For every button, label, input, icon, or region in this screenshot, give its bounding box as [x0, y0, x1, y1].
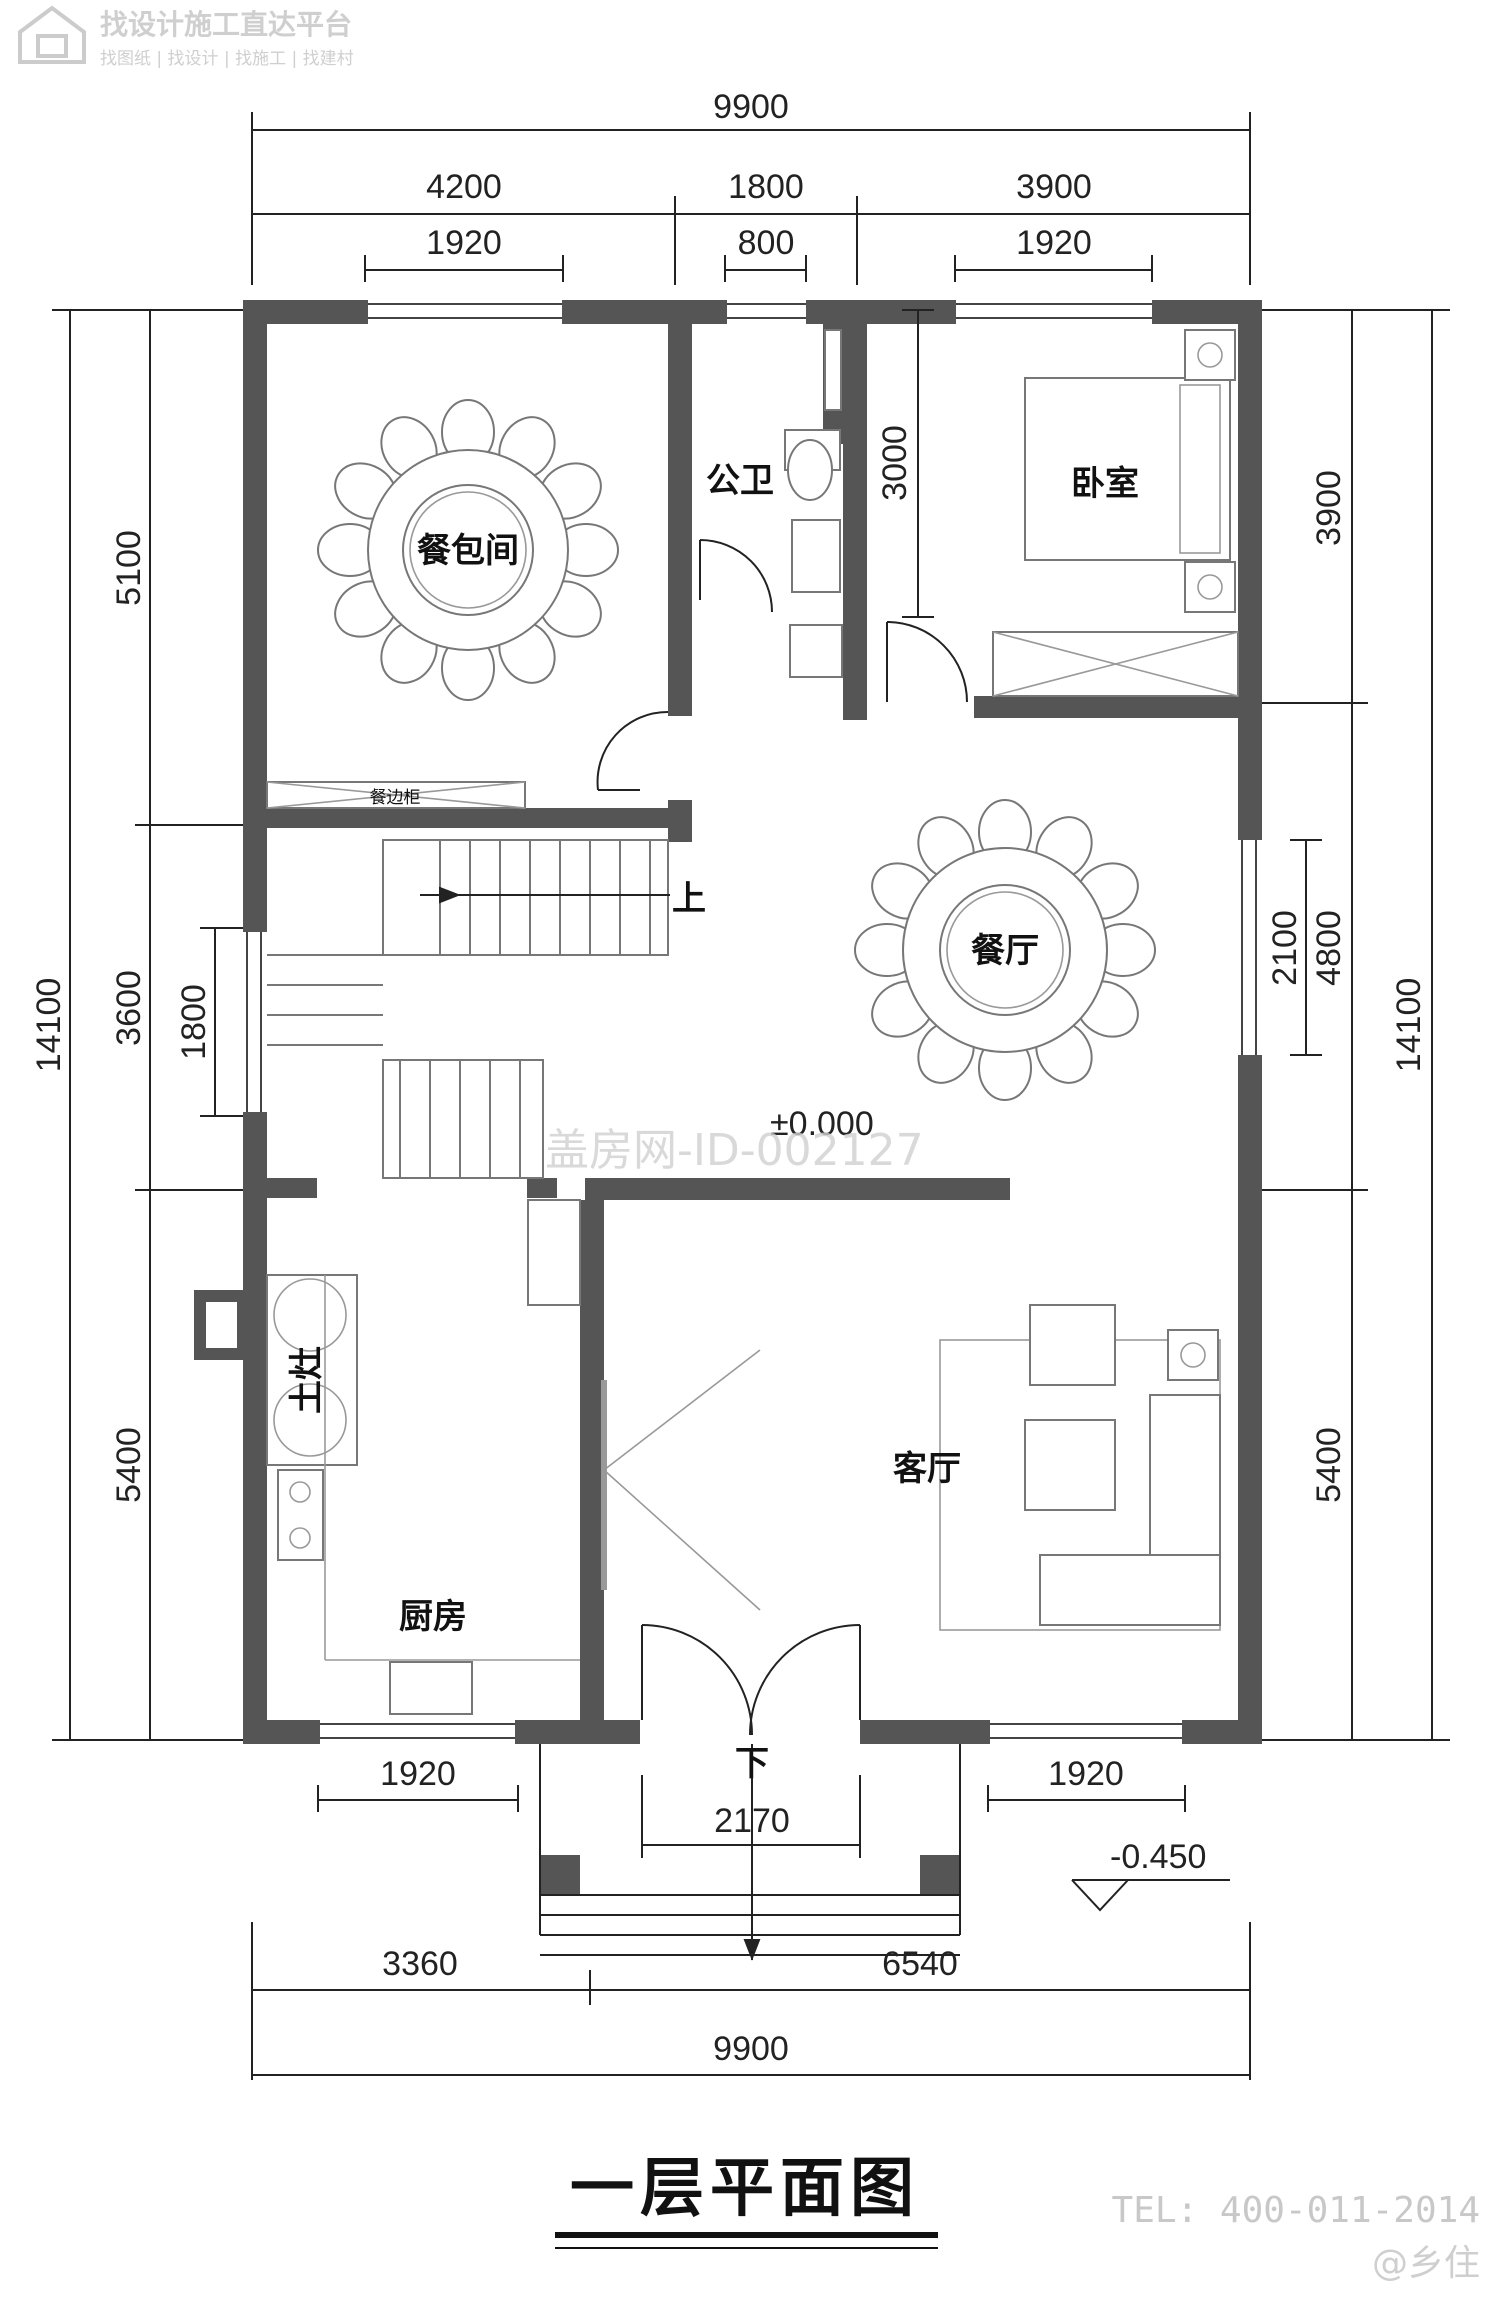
room-stove: 土灶 — [287, 1346, 327, 1414]
doors — [596, 539, 968, 1736]
gas-cooktop — [277, 1469, 324, 1561]
room-bedroom: 卧室 — [1071, 464, 1139, 504]
level-outdoor-marker — [1071, 1879, 1230, 1912]
dim-bottom-seg1: 3360 — [382, 1945, 458, 1983]
stair-up-label: 上 — [672, 879, 706, 919]
porch — [539, 1744, 961, 1961]
level-outdoor: -0.450 — [1110, 1838, 1206, 1876]
level-floor: ±0.000 — [770, 1105, 874, 1143]
room-living: 客厅 — [893, 1449, 961, 1489]
right-dimensions — [1262, 309, 1450, 1741]
private-dining-table — [367, 449, 569, 651]
dim-left-seg1: 5100 — [110, 530, 148, 606]
footer-author: @乡住 — [1372, 2243, 1480, 2284]
walls — [194, 300, 1262, 1895]
room-private-dining: 餐包间 — [417, 531, 519, 571]
top-dimensions — [251, 112, 1251, 285]
room-dining: 餐厅 — [971, 931, 1039, 971]
dim-bottom-total: 9900 — [713, 2030, 789, 2068]
staircase — [267, 839, 670, 1179]
dim-right-seg2: 4800 — [1310, 910, 1348, 986]
dim-left-seg2: 3600 — [110, 970, 148, 1046]
bottom-dimensions — [251, 1775, 1251, 2080]
dim-top-seg2: 1800 — [728, 168, 804, 206]
dim-right-total: 14100 — [1390, 978, 1428, 1073]
dim-top-win2: 800 — [738, 224, 795, 262]
dim-bottom-seg2: 6540 — [882, 1945, 958, 1983]
drawing-title: 一层平面图 — [570, 2152, 920, 2226]
watermark-links: 找图纸 | 找设计 | 找施工 | 找建村 — [100, 49, 354, 69]
footer-tel: TEL: 400-011-2014 — [1112, 2190, 1480, 2231]
dim-top-win3: 1920 — [1016, 224, 1092, 262]
toilet-fixtures — [784, 329, 843, 678]
watermark-center: 盖房网-ID-002127 — [545, 1125, 924, 1176]
room-toilet: 公卫 — [706, 461, 774, 501]
dim-left-win: 1800 — [175, 984, 213, 1060]
bed — [1024, 329, 1236, 613]
watermark-logo — [18, 5, 86, 64]
dim-bottom-win2: 1920 — [1048, 1755, 1124, 1793]
dim-left-total: 14100 — [30, 978, 68, 1073]
dim-right-seg3: 5400 — [1310, 1427, 1348, 1503]
dim-bottom-win1: 1920 — [380, 1755, 456, 1793]
room-kitchen: 厨房 — [399, 1597, 467, 1637]
dim-top-total: 9900 — [713, 88, 789, 126]
stair-down-label: 下 — [735, 1744, 769, 1784]
dim-top-seg3: 3900 — [1016, 168, 1092, 206]
watermark-platform: 找设计施工直达平台 — [100, 8, 352, 41]
kitchen-counter — [324, 1199, 581, 1715]
wardrobe — [992, 631, 1239, 697]
dim-left-seg3: 5400 — [110, 1427, 148, 1503]
windows — [246, 303, 1257, 1739]
toilet-dimension — [902, 309, 934, 618]
sideboard-label: 餐边柜 — [370, 788, 421, 808]
stove — [266, 1274, 358, 1466]
dim-top-win1: 1920 — [426, 224, 502, 262]
dim-top-seg1: 4200 — [426, 168, 502, 206]
left-dimensions — [52, 309, 245, 1741]
living-room-set — [601, 1304, 1221, 1631]
dim-right-seg1: 3900 — [1310, 470, 1348, 546]
dim-right-win: 2100 — [1266, 910, 1304, 986]
dim-bottom-door: 2170 — [714, 1802, 790, 1840]
dining-table — [902, 847, 1108, 1053]
dim-toilet-inner: 3000 — [876, 425, 914, 501]
